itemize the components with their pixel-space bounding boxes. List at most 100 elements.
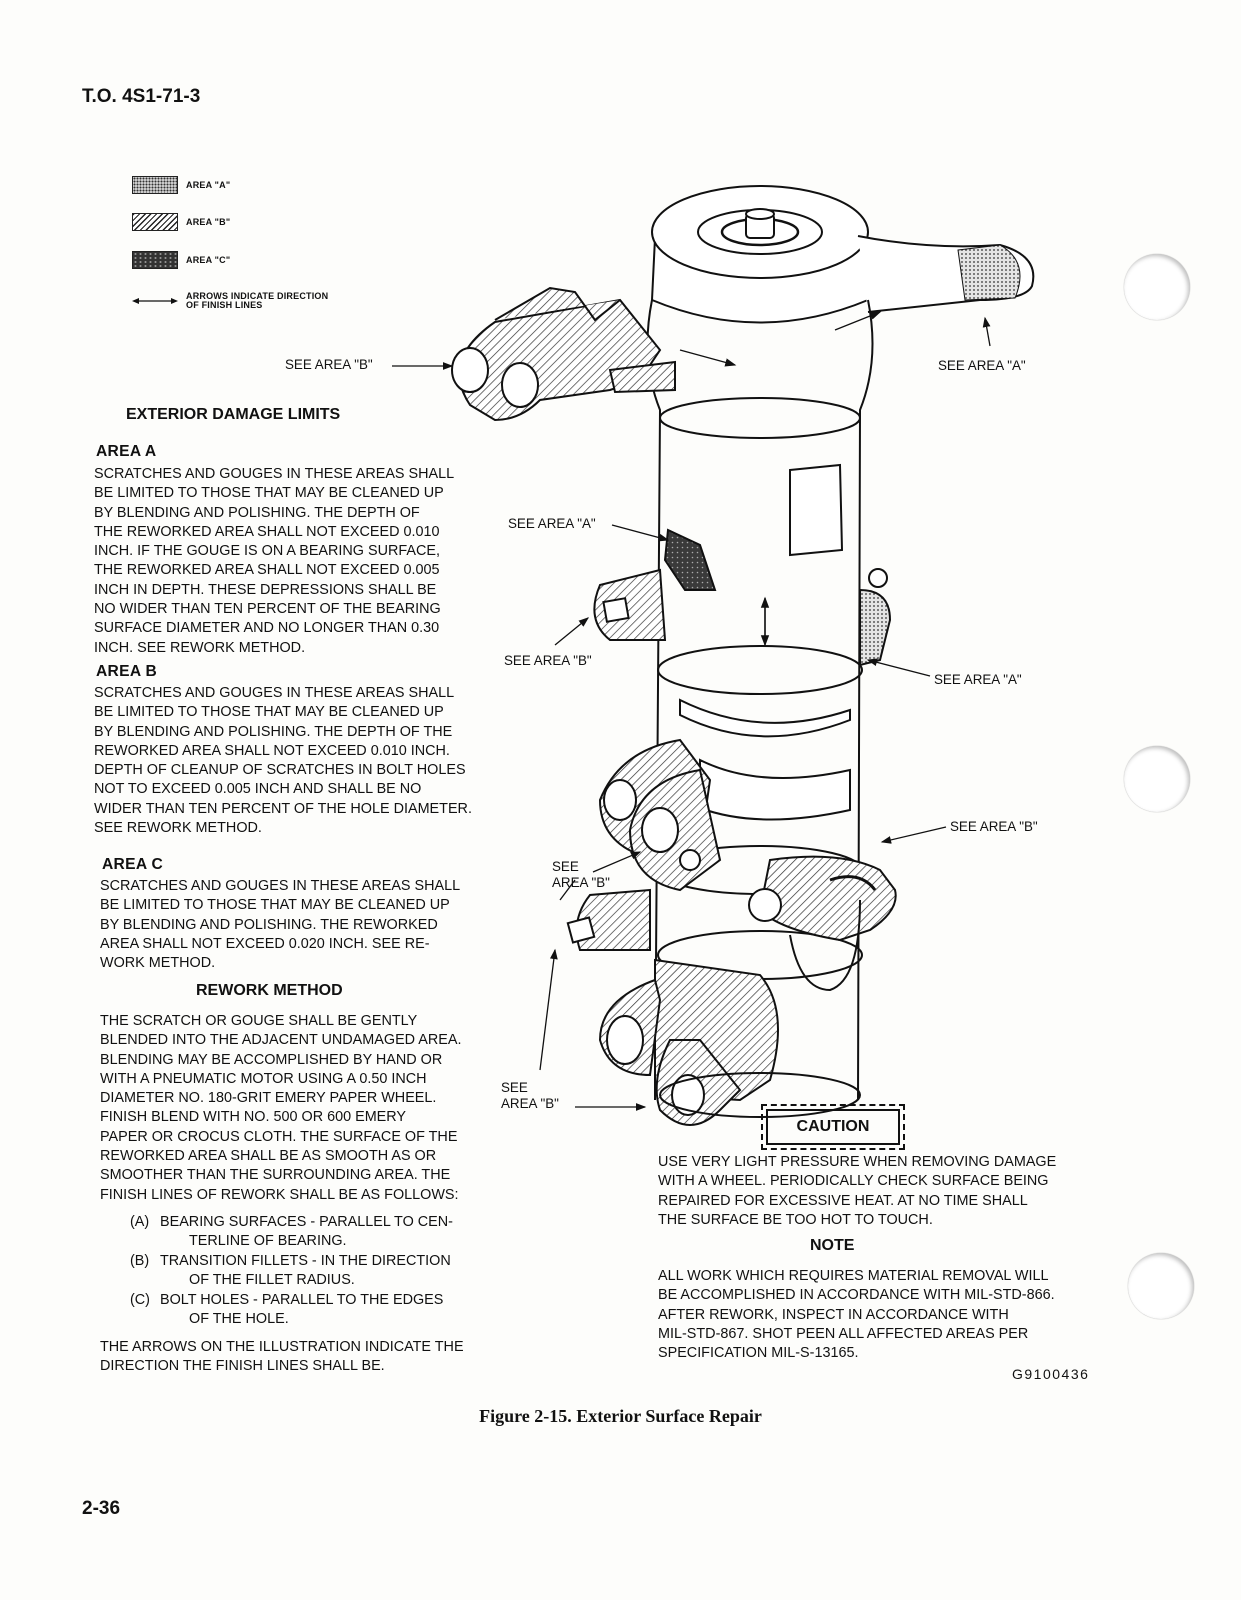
text-line: THE REWORKED AREA SHALL NOT EXCEED 0.010 [94,523,440,540]
text-line: THE SURFACE BE TOO HOT TO TOUCH. [658,1211,933,1228]
item-text: BEARING SURFACES - PARALLEL TO CEN- TERL… [160,1213,520,1252]
area-b-swatch [132,213,178,231]
area-a-swatch [132,176,178,194]
double-arrow-icon [132,298,178,305]
text-line: THE SCRATCH OR GOUGE SHALL BE GENTLY [100,1013,418,1029]
legend-label-area-c: AREA "C" [186,255,231,265]
text-line: FINISH BLEND WITH NO. 500 OR 600 EMERY [100,1109,407,1126]
text-line: SCRATCHES AND GOUGES IN THESE AREAS SHAL… [100,878,461,894]
legend-row-area-a: AREA "A" [132,176,230,194]
page-number: 2-36 [82,1498,121,1519]
text-line: USE VERY LIGHT PRESSURE WHEN REMOVING DA… [658,1154,1057,1170]
legend-row-arrows: ARROWS INDICATE DIRECTION OF FINISH LINE… [132,291,329,311]
area-b-heading: AREA B [96,663,157,680]
legend-arrows-line2: OF FINISH LINES [186,300,263,311]
text-line: BE LIMITED TO THOSE THAT MAY BE CLEANED … [100,897,450,914]
area-c-text: SCRATCHES AND GOUGES IN THESE AREAS SHAL… [100,877,520,973]
text-line: INCH. SEE REWORK METHOD. [94,639,306,656]
text-line: OF THE HOLE. [189,1311,289,1328]
text-line: BY BLENDING AND POLISHING. THE DEPTH OF … [94,723,453,740]
callout-see-area-a: SEE AREA "A" [934,672,1022,687]
text-line: NOT TO EXCEED 0.005 INCH AND SHALL BE NO [94,781,422,798]
area-b-text: SCRATCHES AND GOUGES IN THESE AREAS SHAL… [94,684,514,838]
legend-label-area-b: AREA "B" [186,217,231,227]
item-text: BOLT HOLES - PARALLEL TO THE EDGES OF TH… [160,1291,520,1330]
text-line: DEPTH OF CLEANUP OF SCRATCHES IN BOLT HO… [94,762,466,779]
section-title: EXTERIOR DAMAGE LIMITS [126,406,341,423]
text-line: INCH IN DEPTH. THESE DEPRESSIONS SHALL B… [94,581,437,598]
text-line: BY BLENDING AND POLISHING. THE DEPTH OF [94,504,420,521]
rework-heading: REWORK METHOD [196,982,343,999]
text-line: THE REWORKED AREA SHALL NOT EXCEED 0.005 [94,562,440,579]
area-a-heading: AREA A [96,443,157,460]
text-line: WORK METHOD. [100,955,216,972]
figure-caption: Figure 2-15. Exterior Surface Repair [479,1406,762,1426]
text-line: SPECIFICATION MIL-S-13165. [658,1345,859,1362]
text-line: BEARING SURFACES - PARALLEL TO CEN- [160,1214,453,1230]
legend-row-area-c: AREA "C" [132,251,230,269]
callout-see-area-b: SEE AREA "B" [950,819,1038,834]
area-c-swatch [132,251,178,269]
note-label: NOTE [810,1237,855,1254]
text-line: THE ARROWS ON THE ILLUSTRATION INDICATE … [100,1339,464,1355]
text-line: SCRATCHES AND GOUGES IN THESE AREAS SHAL… [94,685,455,701]
item-text: TRANSITION FILLETS - IN THE DIRECTION OF… [160,1252,520,1291]
text-line: TERLINE OF BEARING. [189,1233,347,1250]
text-line: NO WIDER THAN TEN PERCENT OF THE BEARING [94,601,441,618]
rework-closing: THE ARROWS ON THE ILLUSTRATION INDICATE … [100,1338,520,1377]
callout-see-area-a: SEE AREA "A" [938,358,1026,373]
note-text: ALL WORK WHICH REQUIRES MATERIAL REMOVAL… [658,1267,1118,1363]
callout-see-area-b: SEE AREA "B" [501,1080,559,1112]
text-line: MIL-STD-867. SHOT PEEN ALL AFFECTED AREA… [658,1325,1029,1342]
text-line: BY BLENDING AND POLISHING. THE REWORKED [100,916,438,933]
text-line: DIRECTION THE FINISH LINES SHALL BE. [100,1358,385,1375]
callout-see-area-a: SEE AREA "A" [508,516,596,531]
legend-label-area-a: AREA "A" [186,180,231,190]
text-line: AREA SHALL NOT EXCEED 0.020 INCH. SEE RE… [100,935,430,952]
text-line: BE ACCOMPLISHED IN ACCORDANCE WITH MIL-S… [658,1287,1055,1304]
caution-text: USE VERY LIGHT PRESSURE WHEN REMOVING DA… [658,1153,1118,1230]
text-line: WIDER THAN TEN PERCENT OF THE HOLE DIAME… [94,800,472,817]
callout-line: AREA "B" [501,1096,559,1111]
callout-line: SEE [501,1080,528,1095]
rework-text: THE SCRATCH OR GOUGE SHALL BE GENTLY BLE… [100,1012,520,1205]
text-line: DIAMETER NO. 180-GRIT EMERY PAPER WHEEL. [100,1090,437,1107]
text-line: BE LIMITED TO THOSE THAT MAY BE CLEANED … [94,704,444,721]
item-letter: (A) [130,1214,150,1230]
callout-see-area-b: SEE AREA "B" [285,357,373,372]
text-line: BLENDING MAY BE ACCOMPLISHED BY HAND OR [100,1051,443,1068]
text-line: REWORKED AREA SHALL BE AS SMOOTH AS OR [100,1148,437,1165]
text-line: OF THE FILLET RADIUS. [189,1272,355,1289]
text-line: SCRATCHES AND GOUGES IN THESE AREAS SHAL… [94,466,455,482]
text-line: BE LIMITED TO THOSE THAT MAY BE CLEANED … [94,485,444,502]
text-line: REPAIRED FOR EXCESSIVE HEAT. AT NO TIME … [658,1192,1028,1209]
caution-label: CAUTION [761,1104,905,1150]
callout-line: AREA "B" [552,875,610,890]
figure-id: G9100436 [1012,1366,1090,1382]
document-number: T.O. 4S1-71-3 [82,86,201,107]
text-line: WITH A PNEUMATIC MOTOR USING A 0.50 INCH [100,1070,427,1087]
text-line: SEE REWORK METHOD. [94,820,262,837]
callout-line: SEE [552,859,579,874]
text-line: ALL WORK WHICH REQUIRES MATERIAL REMOVAL… [658,1268,1049,1284]
area-c-heading: AREA C [102,856,163,873]
area-a-text: SCRATCHES AND GOUGES IN THESE AREAS SHAL… [94,465,514,658]
item-letter: (B) [130,1253,150,1269]
text-line: WITH A WHEEL. PERIODICALLY CHECK SURFACE… [658,1173,1049,1190]
text-line: BLENDED INTO THE ADJACENT UNDAMAGED AREA… [100,1032,462,1049]
text-line: PAPER OR CROCUS CLOTH. THE SURFACE OF TH… [100,1128,458,1145]
callout-see-area-b: SEE AREA "B" [504,653,592,668]
text-line: REWORKED AREA SHALL NOT EXCEED 0.010 INC… [94,742,450,759]
legend-row-area-b: AREA "B" [132,213,230,231]
legend-arrows-line1: ARROWS INDICATE DIRECTION [186,291,329,301]
text-line: AFTER REWORK, INSPECT IN ACCORDANCE WITH [658,1306,1009,1323]
text-line: TRANSITION FILLETS - IN THE DIRECTION [160,1253,451,1269]
text-line: SMOOTHER THAN THE SURROUNDING AREA. THE [100,1167,451,1184]
binder-hole [1124,254,1190,320]
text-line: FINISH LINES OF REWORK SHALL BE AS FOLLO… [100,1186,459,1203]
text-line: SURFACE DIAMETER AND NO LONGER THAN 0.30 [94,620,440,637]
item-letter: (C) [130,1292,150,1308]
binder-hole [1128,1253,1194,1319]
binder-hole [1124,746,1190,812]
